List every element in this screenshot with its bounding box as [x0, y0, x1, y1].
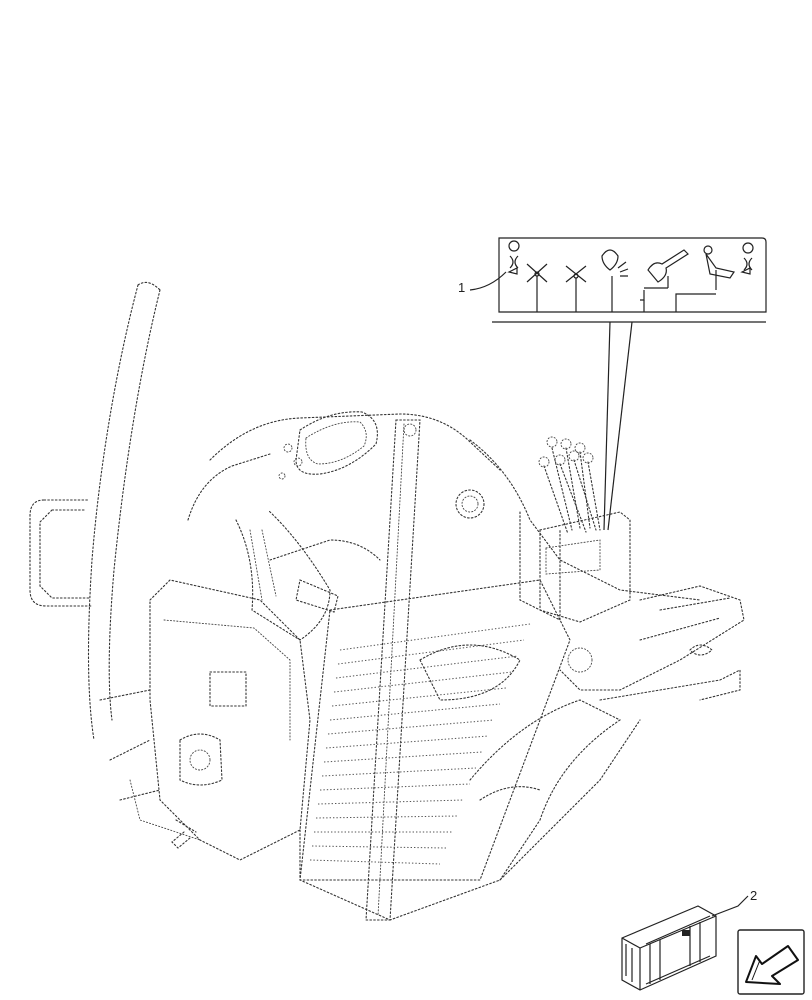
arrow-left-down-icon: [745, 945, 799, 985]
crate-icon: [621, 905, 717, 991]
callout-2[interactable]: 2: [711, 888, 757, 917]
callout-1[interactable]: 1: [458, 271, 507, 295]
callout-2-label: 2: [750, 888, 757, 903]
crossed-arrows-icon: [565, 265, 587, 300]
loader-bucket-icon: [640, 249, 689, 301]
lever-icon: [740, 242, 754, 275]
decal-leader-lines: [603, 321, 633, 531]
decal-kit-box: [621, 905, 717, 991]
lever-icon: [507, 240, 520, 275]
decal-label: [492, 237, 767, 323]
joystick-levers: [538, 436, 601, 535]
loader-arm-icon: [675, 245, 735, 300]
floor-mat-hatching: [309, 623, 531, 865]
lamp-icon: [601, 249, 629, 312]
crossed-arrows-icon: [526, 263, 548, 300]
callout-1-label: 1: [458, 280, 465, 295]
tractor-cab: [29, 281, 745, 921]
nav-back-button[interactable]: [737, 929, 805, 995]
